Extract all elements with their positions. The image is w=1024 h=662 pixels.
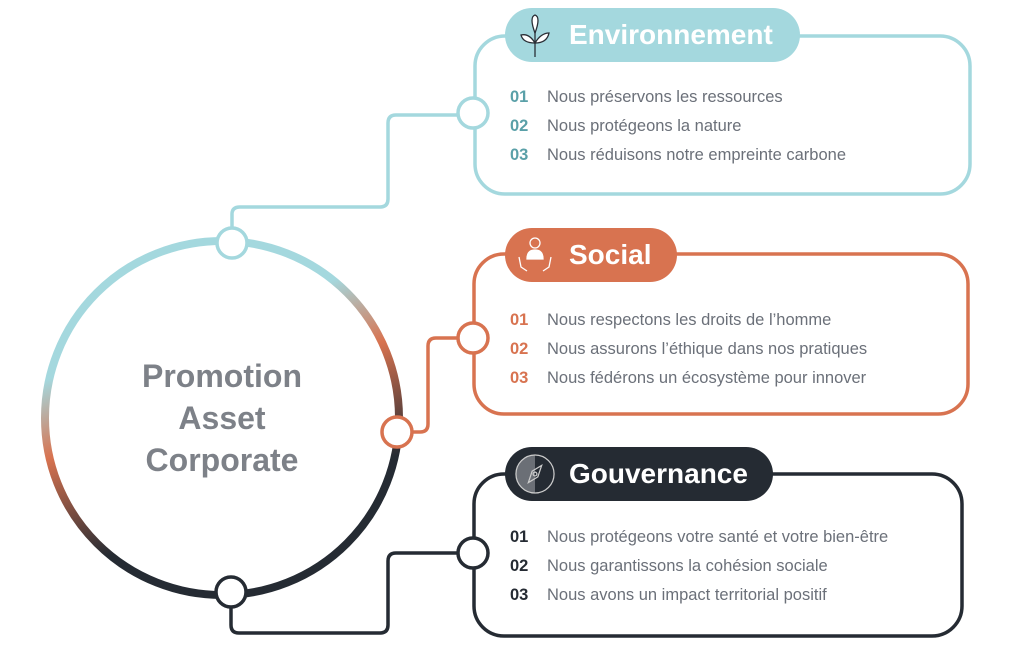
list-item: 03 Nous avons un impact territorial posit… (510, 581, 888, 610)
item-text: Nous assurons l’éthique dans nos pratiqu… (547, 340, 868, 358)
center-title: Promotion Asset Corporate (72, 355, 372, 481)
ring-node-env (215, 226, 249, 260)
item-text: Nous fédérons un écosystème pour innover (547, 369, 867, 387)
item-number: 01 (510, 88, 529, 106)
gov-pill: Gouvernance (505, 447, 773, 501)
list-item: 01 Nous respectons les droits de l’homme (510, 306, 867, 335)
center-line: Corporate (145, 442, 299, 478)
item-number: 03 (510, 146, 529, 164)
item-text: Nous avons un impact territorial positif (547, 586, 827, 604)
env-connector (230, 113, 458, 228)
list-item: 01 Nous préservons les ressources (510, 83, 846, 112)
item-text: Nous protégeons la nature (547, 117, 742, 135)
gov-title: Gouvernance (569, 458, 748, 489)
gov-connector (229, 551, 458, 635)
item-text: Nous protégeons votre santé et votre bie… (547, 528, 889, 546)
item-number: 03 (510, 369, 529, 387)
center-line: Promotion (142, 358, 302, 394)
item-text: Nous respectons les droits de l’homme (547, 311, 832, 329)
ring-node-gov (214, 575, 248, 609)
item-text: Nous garantissons la cohésion sociale (547, 557, 828, 575)
item-number: 02 (510, 340, 529, 358)
box-node-env (456, 96, 490, 130)
center-line: Asset (178, 400, 266, 436)
item-number: 02 (510, 117, 529, 135)
box-node-social (456, 321, 490, 355)
item-text: Nous réduisons notre empreinte carbone (547, 146, 847, 164)
social-connector (412, 336, 458, 434)
env-pill: Environnement (505, 8, 800, 62)
list-item: 01 Nous protégeons votre santé et votre b… (510, 523, 888, 552)
item-number: 02 (510, 557, 529, 575)
item-number: 01 (510, 311, 529, 329)
env-title: Environnement (569, 19, 773, 50)
list-item: 03 Nous réduisons notre empreinte carbone (510, 141, 846, 170)
item-number: 03 (510, 586, 529, 604)
box-node-gov (456, 536, 490, 570)
social-pill: Social (505, 228, 677, 282)
gov-items: 01 Nous protégeons votre santé et votre b… (510, 523, 888, 610)
list-item: 02 Nous assurons l’éthique dans nos prati… (510, 335, 867, 364)
plant-icon (515, 14, 555, 57)
ring-node-social (380, 415, 414, 449)
item-number: 01 (510, 528, 529, 546)
compass-icon (515, 454, 555, 494)
item-text: Nous préservons les ressources (547, 88, 783, 106)
hands-person-icon (515, 235, 555, 275)
list-item: 02 Nous protégeons la nature (510, 112, 846, 141)
list-item: 02 Nous garantissons la cohésion sociale (510, 552, 888, 581)
list-item: 03 Nous fédérons un écosystème pour innov… (510, 364, 867, 393)
social-title: Social (569, 239, 652, 270)
